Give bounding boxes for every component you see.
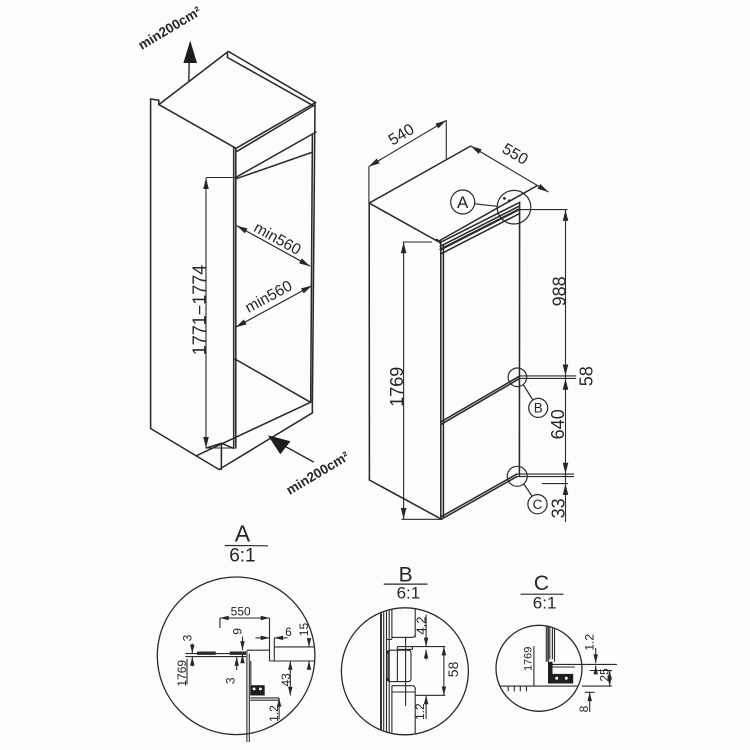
svg-text:9: 9 — [231, 628, 245, 635]
svg-text:988: 988 — [549, 276, 569, 306]
svg-text:3: 3 — [224, 677, 238, 684]
svg-text:640: 640 — [548, 409, 568, 439]
svg-text:58: 58 — [577, 366, 597, 386]
svg-text:1769: 1769 — [175, 660, 189, 687]
svg-text:25: 25 — [598, 668, 612, 682]
svg-text:A: A — [457, 193, 469, 212]
svg-text:min200cm²: min200cm² — [136, 3, 205, 52]
svg-text:B: B — [534, 401, 543, 416]
svg-text:6: 6 — [285, 625, 292, 639]
svg-text:min200cm²: min200cm² — [284, 448, 353, 497]
svg-text:min560: min560 — [242, 277, 295, 316]
svg-text:4.2: 4.2 — [413, 617, 428, 635]
svg-text:540: 540 — [386, 121, 418, 149]
svg-text:58: 58 — [445, 661, 461, 677]
svg-text:6:1: 6:1 — [397, 584, 421, 603]
svg-text:6:1: 6:1 — [533, 594, 557, 613]
svg-text:6:1: 6:1 — [229, 546, 255, 567]
svg-text:1769: 1769 — [387, 367, 407, 407]
svg-text:43: 43 — [279, 673, 293, 687]
svg-text:A: A — [235, 521, 251, 547]
svg-text:15: 15 — [297, 623, 311, 637]
svg-text:3: 3 — [181, 634, 195, 641]
svg-text:33: 33 — [548, 498, 568, 518]
svg-text:B: B — [399, 564, 413, 587]
svg-text:1.2: 1.2 — [267, 705, 281, 722]
svg-text:1769: 1769 — [523, 647, 535, 671]
svg-text:550: 550 — [231, 604, 251, 618]
svg-text:1771−1774: 1771−1774 — [189, 265, 209, 356]
svg-text:8: 8 — [577, 705, 591, 712]
svg-text:1.2: 1.2 — [413, 703, 427, 720]
svg-text:min560: min560 — [251, 219, 304, 259]
svg-text:C: C — [534, 572, 549, 595]
svg-text:1.2: 1.2 — [583, 634, 597, 651]
svg-text:550: 550 — [499, 141, 531, 169]
svg-text:C: C — [533, 497, 543, 512]
